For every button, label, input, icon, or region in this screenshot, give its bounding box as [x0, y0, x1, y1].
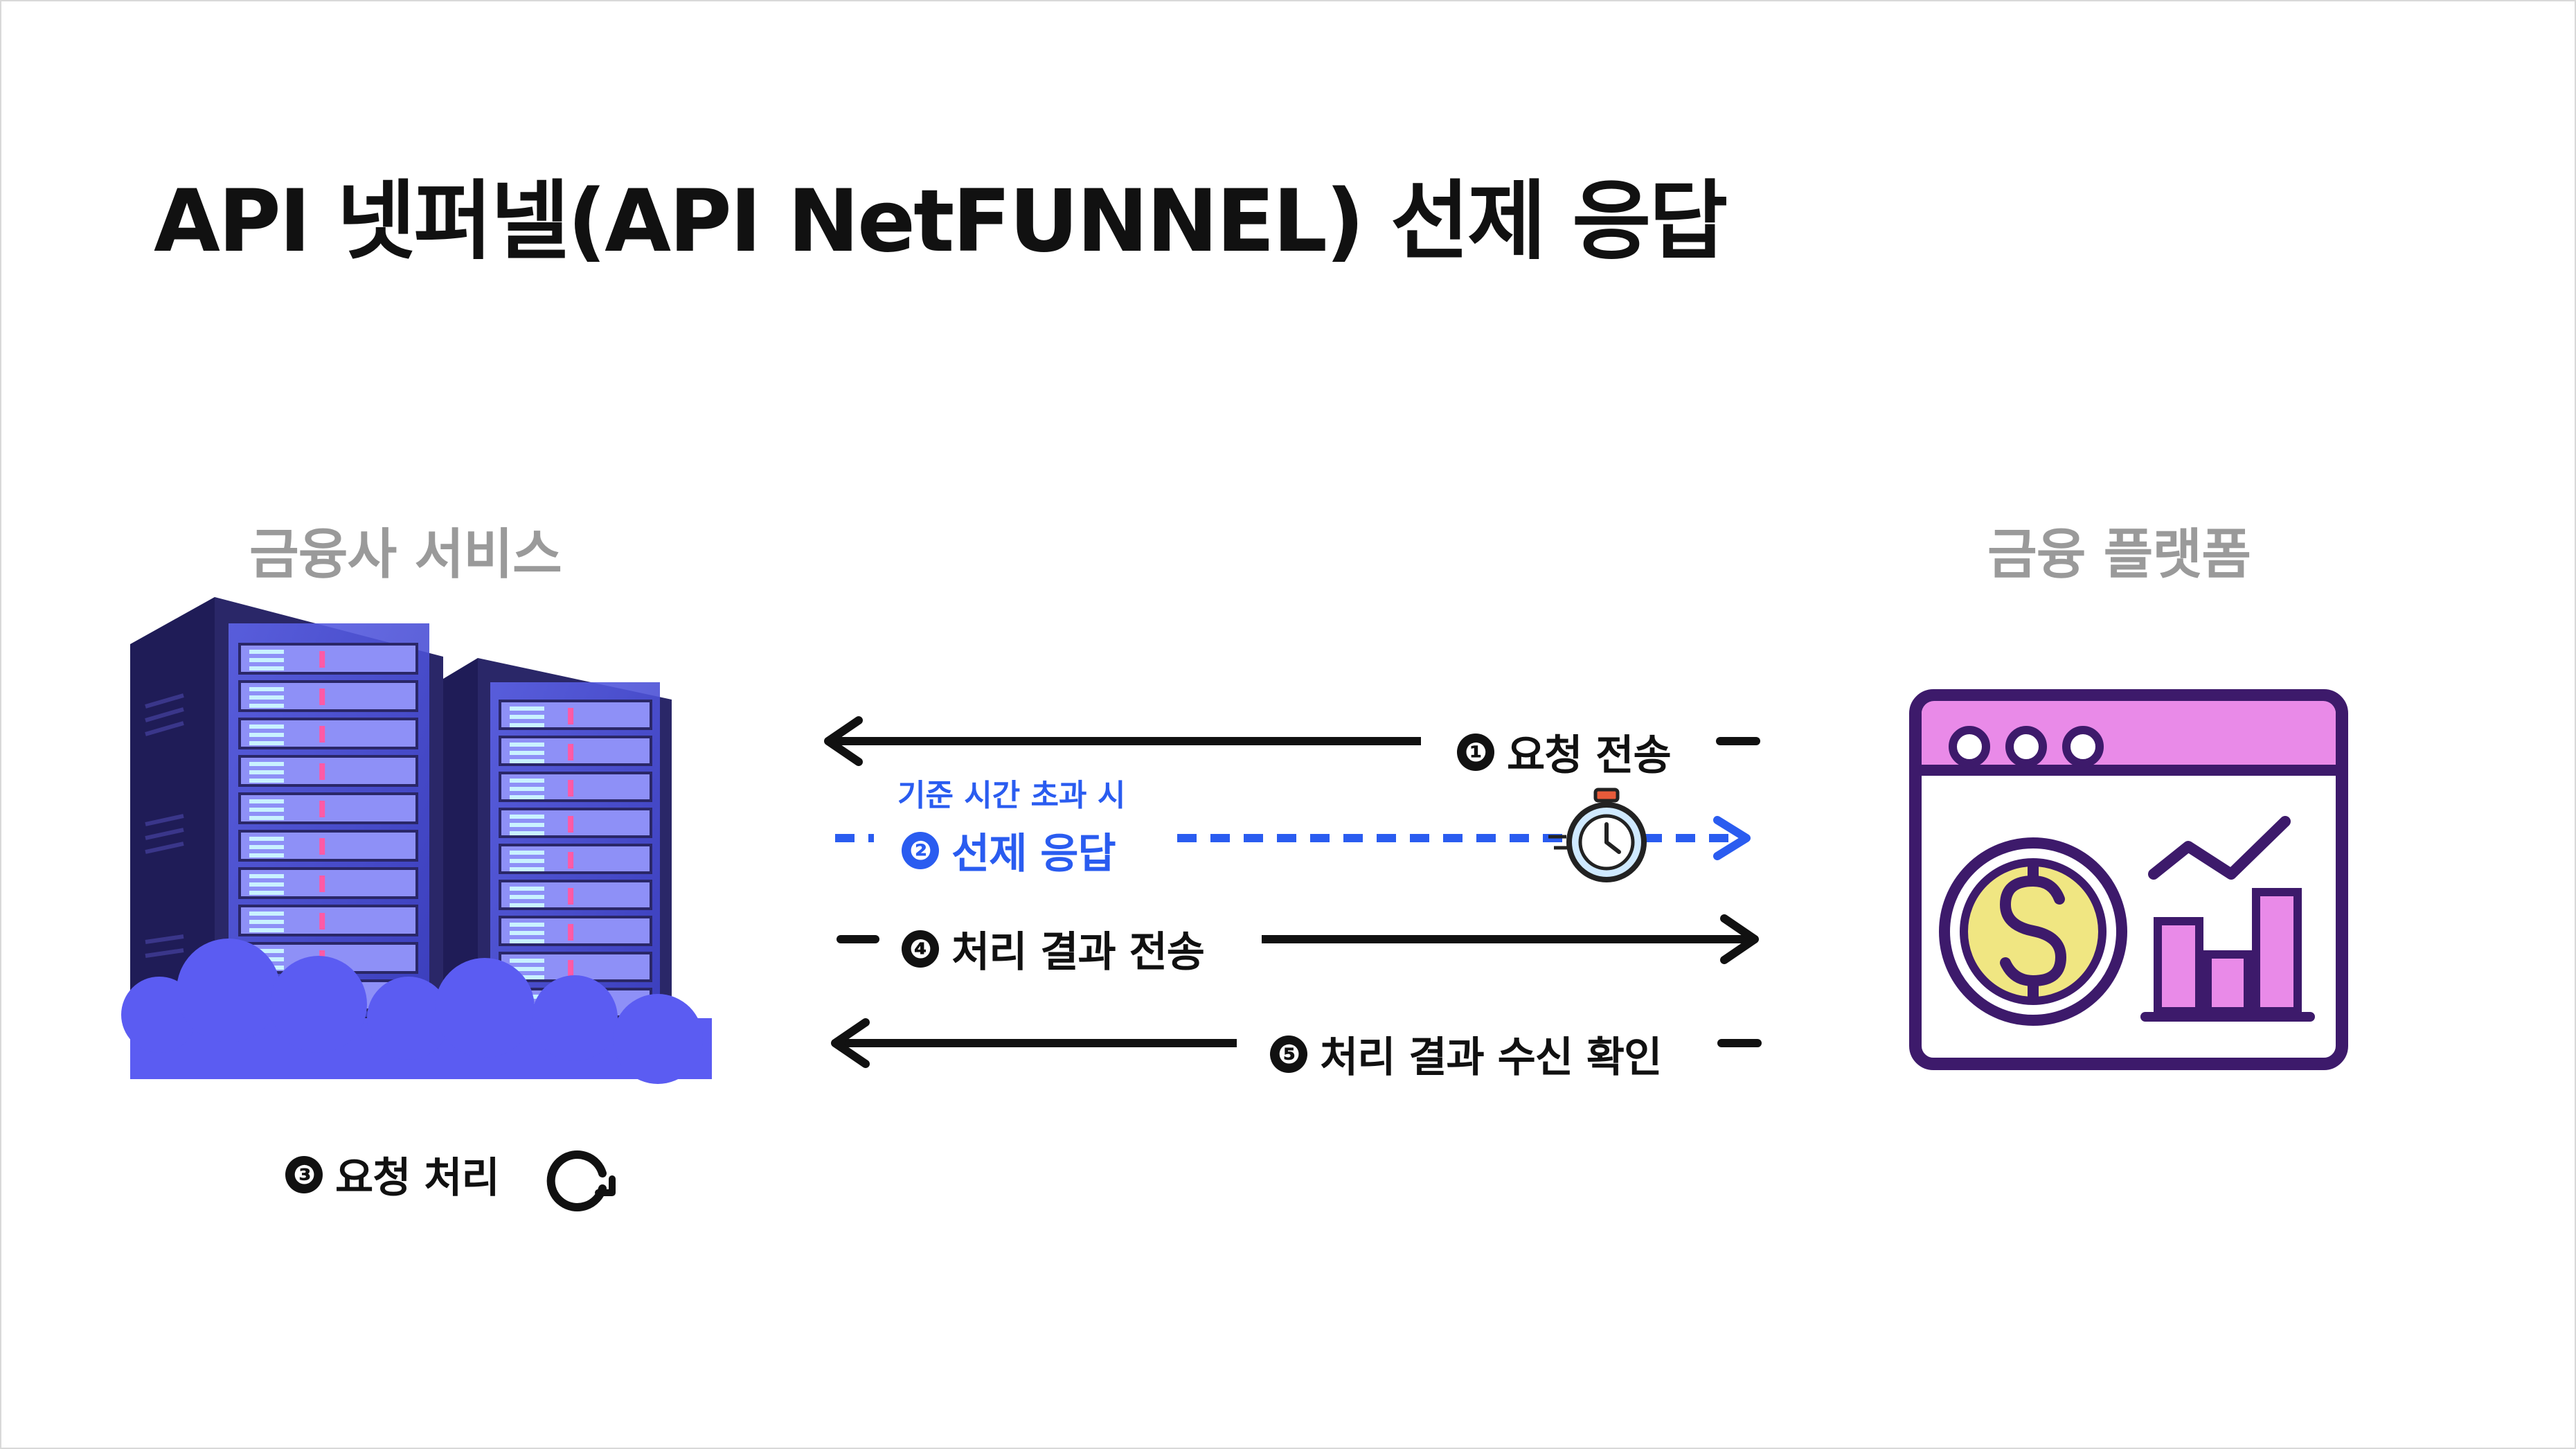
rack-led — [319, 726, 325, 743]
arrow-result — [837, 914, 1759, 964]
rack-unit-slot — [510, 903, 544, 907]
step-request-send: ❶ 요청 전송 — [1447, 722, 1681, 782]
rack-led — [568, 960, 574, 977]
rack-unit-slot — [249, 882, 284, 887]
rack-unit-slot — [510, 787, 544, 791]
rack-led — [568, 924, 574, 941]
rack-led — [319, 651, 325, 668]
rack-led — [319, 688, 325, 705]
step-request-processing: ❸ 요청 처리 — [285, 1144, 500, 1204]
rack-led — [319, 913, 325, 930]
step-number: ❷ — [902, 831, 939, 869]
server-rack-icon — [121, 597, 712, 1084]
step-text: 처리 결과 수신 확인 — [1320, 1033, 1662, 1082]
rack-unit-slot — [249, 837, 284, 841]
rack-unit-slot — [510, 967, 544, 971]
rack-unit-slot — [510, 723, 544, 727]
rack-unit-slot — [510, 743, 544, 747]
rack-led — [568, 852, 574, 869]
rack-unit-slot — [510, 887, 544, 891]
rack-unit-slot — [249, 891, 284, 895]
rack-unit-slot — [510, 815, 544, 819]
rack-unit-slot — [249, 666, 284, 670]
step-text: 요청 전송 — [1507, 731, 1672, 780]
left-node-label: 금융사 서비스 — [249, 524, 562, 586]
rack-unit-slot — [249, 650, 284, 654]
right-node-label: 금융 플랫폼 — [1987, 524, 2251, 586]
rack-unit-slot — [249, 724, 284, 729]
rack-unit-slot — [510, 751, 544, 755]
rack-led — [568, 816, 574, 833]
rack-led — [319, 875, 325, 892]
rack-unit-slot — [510, 715, 544, 719]
step-number: ❶ — [1457, 733, 1494, 771]
rack-unit-slot — [249, 799, 284, 803]
step-preemptive-response: ❷ 선제 응답 — [892, 820, 1125, 880]
rack-unit-slot — [249, 741, 284, 745]
rack-unit-slot — [249, 845, 284, 849]
rack-unit-slot — [249, 853, 284, 857]
rack-led — [319, 838, 325, 855]
arrow-request — [824, 716, 1760, 766]
rack-led — [568, 780, 574, 797]
rack-unit-slot — [249, 695, 284, 700]
rack-led — [568, 708, 574, 724]
step-text: 요청 처리 — [335, 1154, 500, 1202]
step-result-send: ❹ 처리 결과 전송 — [892, 918, 1214, 979]
arrow-ack — [831, 1018, 1762, 1068]
refresh-icon — [546, 1150, 616, 1211]
rack-unit-slot — [249, 949, 284, 953]
cloud-base — [121, 939, 712, 1084]
step-number: ❺ — [1270, 1035, 1307, 1073]
rack-unit-slot — [510, 975, 544, 979]
arrow-preemptive-response — [835, 816, 1751, 860]
rack-unit-slot — [249, 928, 284, 932]
rack-led — [568, 744, 574, 761]
rack-unit-slot — [510, 859, 544, 863]
step-text: 선제 응답 — [951, 830, 1116, 878]
rack-unit-slot — [249, 779, 284, 783]
rack-unit-slot — [510, 959, 544, 963]
page-title: API 넷퍼넬(API NetFUNNEL) 선제 응답 — [154, 172, 1728, 272]
rack-unit-slot — [510, 779, 544, 783]
timeout-caption: 기준 시간 초과 시 — [897, 778, 1126, 813]
rack-unit-slot — [510, 706, 544, 711]
rack-unit-slot — [510, 931, 544, 935]
rack-unit-slot — [249, 816, 284, 820]
step-result-ack: ❺ 처리 결과 수신 확인 — [1260, 1024, 1672, 1084]
step-number: ❹ — [902, 930, 939, 968]
rack-unit-slot — [510, 795, 544, 799]
rack-unit-slot — [510, 867, 544, 871]
rack-unit-slot — [249, 920, 284, 924]
rack-led — [319, 801, 325, 817]
rack-unit-slot — [249, 808, 284, 812]
rack-unit-slot — [249, 762, 284, 766]
rack-unit-slot — [510, 939, 544, 943]
stopwatch-icon — [1548, 788, 1647, 882]
rack-unit-slot — [510, 923, 544, 927]
rack-unit-slot — [249, 704, 284, 708]
rack-unit-slot — [510, 851, 544, 855]
step-number: ❸ — [285, 1155, 323, 1193]
rack-unit-slot — [510, 895, 544, 899]
rack-unit-slot — [510, 831, 544, 835]
financial-dashboard-icon — [1909, 689, 2348, 1070]
rack-led — [319, 763, 325, 780]
rack-unit-slot — [249, 912, 284, 916]
rack-unit-slot — [249, 687, 284, 691]
rack-unit-slot — [510, 823, 544, 827]
rack-unit-slot — [510, 759, 544, 763]
rack-unit-slot — [249, 874, 284, 878]
rack-led — [568, 888, 574, 905]
rack-unit-slot — [249, 770, 284, 774]
step-text: 처리 결과 전송 — [951, 928, 1205, 977]
rack-unit-slot — [249, 658, 284, 662]
rack-unit-slot — [249, 733, 284, 737]
